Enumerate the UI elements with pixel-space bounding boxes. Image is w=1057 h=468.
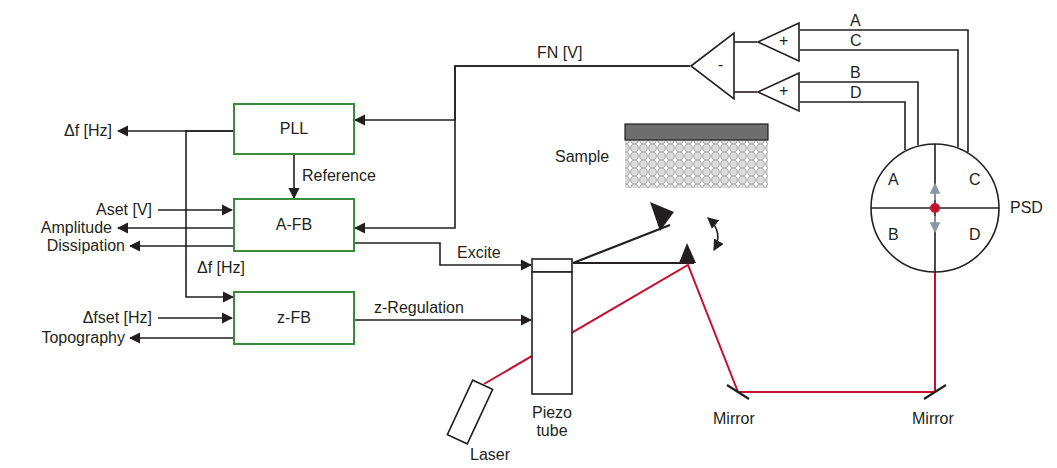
- laser-body: [447, 380, 492, 444]
- signal-name: Amplitude: [41, 219, 112, 237]
- amplifier-triangle: [758, 23, 799, 61]
- signal-connector: [355, 243, 531, 265]
- part-name: Sample: [555, 148, 609, 166]
- operator-sign: -: [718, 56, 723, 74]
- signal-connector: [734, 91, 757, 93]
- psd-circle: [871, 144, 999, 272]
- connector-label: Reference: [300, 167, 378, 185]
- controller-box: A-FB: [233, 198, 355, 252]
- subtract-amplifier: -: [690, 32, 735, 100]
- oscillation-arrow: [708, 218, 718, 250]
- sum-amplifier: +: [757, 22, 800, 62]
- tip: [650, 202, 674, 231]
- subtract-amplifier-outline: [690, 32, 735, 100]
- part-name: Mirror: [912, 410, 954, 428]
- cantilever: [573, 262, 694, 264]
- mirror: [924, 385, 946, 399]
- amplifier-triangle: [691, 33, 734, 99]
- connector-label: z-Regulation: [372, 299, 466, 317]
- operator-sign: +: [779, 82, 788, 100]
- signal-connector: [293, 155, 295, 198]
- signal-wire: [800, 102, 905, 150]
- photodiode-outline: [870, 143, 1000, 273]
- wire-label: A: [850, 12, 861, 30]
- node-label: A-FB: [276, 216, 312, 234]
- signal-connector: [355, 319, 531, 321]
- output-arrow: [130, 245, 233, 247]
- signal-name: Δfset [Hz]: [83, 309, 152, 327]
- wire-label: C: [850, 32, 862, 50]
- signal-name: Aset [V]: [96, 201, 152, 219]
- input-arrow: [158, 209, 232, 211]
- output-arrow: [130, 337, 233, 339]
- sum-amplifier: +: [757, 72, 800, 112]
- signal-wire: [800, 50, 958, 147]
- output-arrow: [118, 227, 233, 229]
- device-label: PSD: [1010, 199, 1043, 217]
- operator-sign: +: [779, 32, 788, 50]
- signal-connector: [355, 66, 690, 120]
- node-label: Piezo tube: [524, 404, 580, 440]
- signal-name: Dissipation: [47, 237, 125, 255]
- tube-body: [532, 272, 572, 394]
- quadrant-label: B: [888, 226, 899, 244]
- deflection-arrow: [934, 216, 936, 232]
- wire-label: B: [850, 64, 861, 82]
- tip: [679, 243, 696, 263]
- mirror: [727, 385, 749, 399]
- signal-name: Topography: [41, 329, 125, 347]
- photodiode: ACBDPSD: [870, 143, 1000, 273]
- wire-label: D: [850, 84, 862, 102]
- signal-connector: [734, 41, 757, 43]
- connector-label: Δf [Hz]: [195, 259, 247, 277]
- part-name: Laser: [470, 446, 510, 464]
- deflection-arrow: [934, 184, 936, 200]
- connector-label: FN [V]: [535, 44, 584, 62]
- part-name: Mirror: [713, 410, 755, 428]
- signal-connector: [800, 30, 968, 152]
- piezo-tube-outline: [531, 258, 573, 395]
- connector-label: Excite: [455, 244, 503, 262]
- signal-name: Δf [Hz]: [64, 122, 112, 140]
- quadrant-label: D: [969, 226, 981, 244]
- sample-atoms: [625, 140, 768, 188]
- controller-box: z-FB: [233, 291, 355, 345]
- signal-connector: [355, 66, 690, 228]
- cantilever-deflected: [573, 225, 670, 263]
- quadrant-label: A: [888, 171, 899, 189]
- sample-plate: [625, 124, 768, 140]
- amplifier-triangle: [758, 73, 799, 111]
- input-arrow: [158, 317, 232, 319]
- tube-cap: [532, 259, 572, 272]
- sum-amplifier-outline: [757, 22, 800, 62]
- sum-amplifier-outline: [757, 72, 800, 112]
- quadrant-label: C: [969, 171, 981, 189]
- node-label: z-FB: [277, 309, 311, 327]
- signal-connector: [800, 82, 918, 145]
- piezo-tube: Piezo tube: [531, 258, 573, 395]
- laser-spot: [930, 203, 940, 213]
- controller-box: PLL: [233, 103, 355, 155]
- node-label: PLL: [280, 120, 308, 138]
